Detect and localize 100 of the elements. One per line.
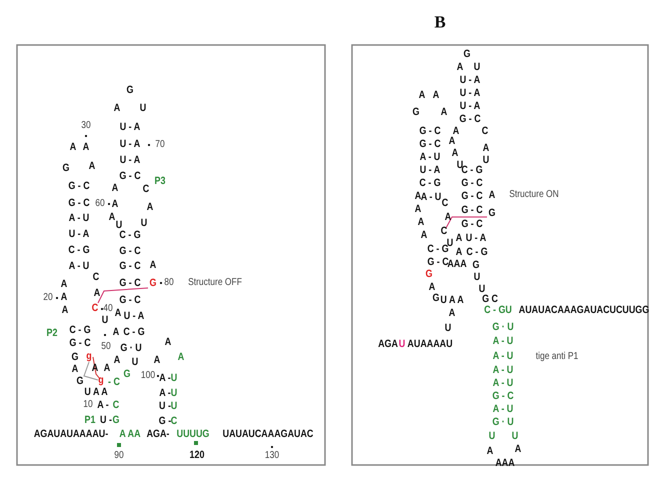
nucleotide: U <box>474 272 480 282</box>
nucleotide: G <box>464 48 470 60</box>
base-pair: G - C <box>119 260 141 272</box>
base-pair: U - A <box>460 74 480 86</box>
base-pair: A - U <box>68 212 90 224</box>
base-pair: G C <box>482 294 498 304</box>
sequence: AUAUACAAAGAUACUCUUGG <box>518 304 650 316</box>
base-pair: A - <box>97 400 109 410</box>
base-pair: G - C <box>68 180 90 192</box>
nucleotide: U <box>478 284 486 294</box>
base-pair: A - U <box>420 192 442 202</box>
base-pair: U - A <box>124 310 144 322</box>
nucleotide: A <box>514 444 522 454</box>
base-pair: C - GU <box>484 304 512 316</box>
sequence: AUAAAAU <box>407 338 453 350</box>
nucleotide: U <box>474 62 480 72</box>
nucleotide: A <box>112 198 118 210</box>
base-pair: G - <box>158 416 172 426</box>
sequence: UAUAUCAAAGAUAC <box>222 428 314 440</box>
nucleotide: A <box>448 308 456 318</box>
position-number: 120 <box>190 450 204 460</box>
nucleotide: A <box>72 364 78 374</box>
base-pair: A - <box>159 388 171 398</box>
nucleotide: U <box>170 400 178 412</box>
sequence: AGA- <box>146 428 170 440</box>
nucleotide: U <box>512 430 518 442</box>
position-number: 80 <box>164 278 174 288</box>
base-pair: G · U <box>492 416 514 428</box>
nucleotide: U <box>446 238 454 248</box>
base-pair: G - C <box>68 198 90 208</box>
nucleotide: A <box>418 90 426 100</box>
nucleotide: G <box>72 352 78 362</box>
base-pair: A - U <box>492 378 514 388</box>
base-pair: A - <box>159 372 171 384</box>
nucleotide: A <box>146 202 154 212</box>
sequence: AAA <box>447 258 467 270</box>
nucleotide: A <box>452 148 458 158</box>
base-pair: G - C <box>427 256 449 268</box>
nucleotide: U <box>140 218 148 228</box>
nucleotide: A <box>114 354 120 366</box>
nucleotide: A <box>432 90 440 100</box>
panel-letter: B <box>434 14 446 30</box>
nucleotide: A <box>456 246 462 258</box>
base-pair: A - U <box>492 336 514 346</box>
base-pair: G - C <box>492 390 514 402</box>
position-number: 60 <box>95 199 105 209</box>
position-number: 130 <box>264 451 280 461</box>
nucleotide: U <box>132 356 138 368</box>
base-pair: C - G <box>123 326 145 338</box>
nucleotide: G <box>426 268 432 280</box>
nucleotide: A <box>428 282 436 292</box>
base-pair: A - U <box>492 404 514 414</box>
base-pair: U - A <box>120 122 140 132</box>
nucleotide: A <box>164 336 172 348</box>
nucleotide: U <box>140 102 146 114</box>
nucleotide: A <box>150 260 156 270</box>
nucleotide: U <box>488 430 496 442</box>
nucleotide: A <box>444 212 452 222</box>
annotation: Structure OFF <box>188 278 242 288</box>
nucleotide: C <box>442 198 448 208</box>
base-pair: A - U <box>492 364 514 376</box>
nucleotide: G <box>112 414 120 426</box>
sequence: AAA <box>495 458 515 468</box>
base-pair: G - C <box>461 190 483 202</box>
base-pair: U - <box>100 414 112 426</box>
stem-label: P2 <box>46 328 58 338</box>
position-number: 100 <box>140 371 156 381</box>
nucleotide: A <box>104 362 110 374</box>
base-pair: U - A <box>460 88 480 98</box>
base-pair: U - A <box>460 100 480 112</box>
base-pair: C - G <box>69 324 91 336</box>
position-number: 30 <box>81 121 91 131</box>
position-number: 90 <box>114 451 124 461</box>
nucleotide: A <box>420 230 428 240</box>
nucleotide: A <box>94 288 100 298</box>
nucleotide: U <box>398 338 406 350</box>
position-number: 10 <box>83 400 93 410</box>
nucleotide: C <box>92 272 100 282</box>
position-number: 50 <box>101 342 111 352</box>
nucleotide: A <box>488 190 496 200</box>
stem-label: P1 <box>84 414 96 426</box>
nucleotide: G <box>488 208 496 218</box>
nucleotide: A <box>486 446 494 456</box>
base-pair: U A A <box>440 294 464 306</box>
base-pair: G - C <box>461 178 483 188</box>
nucleotide: G <box>62 162 70 174</box>
nucleotide: A <box>70 142 76 152</box>
position-number: 20 <box>43 293 53 303</box>
base-pair: G - C <box>119 278 141 288</box>
nucleotide: A <box>418 216 424 228</box>
nucleotide: A <box>452 126 460 136</box>
nucleotide: A <box>154 354 160 366</box>
nucleotide: g <box>98 374 104 386</box>
nucleotide: A <box>62 304 68 316</box>
nucleotide: A <box>82 142 90 152</box>
base-pair: U - A <box>120 154 140 166</box>
nucleotide: A <box>112 182 118 194</box>
base-pair: U - <box>159 400 171 412</box>
base-pair: U - A <box>466 232 486 244</box>
nucleotide: C <box>142 184 150 194</box>
